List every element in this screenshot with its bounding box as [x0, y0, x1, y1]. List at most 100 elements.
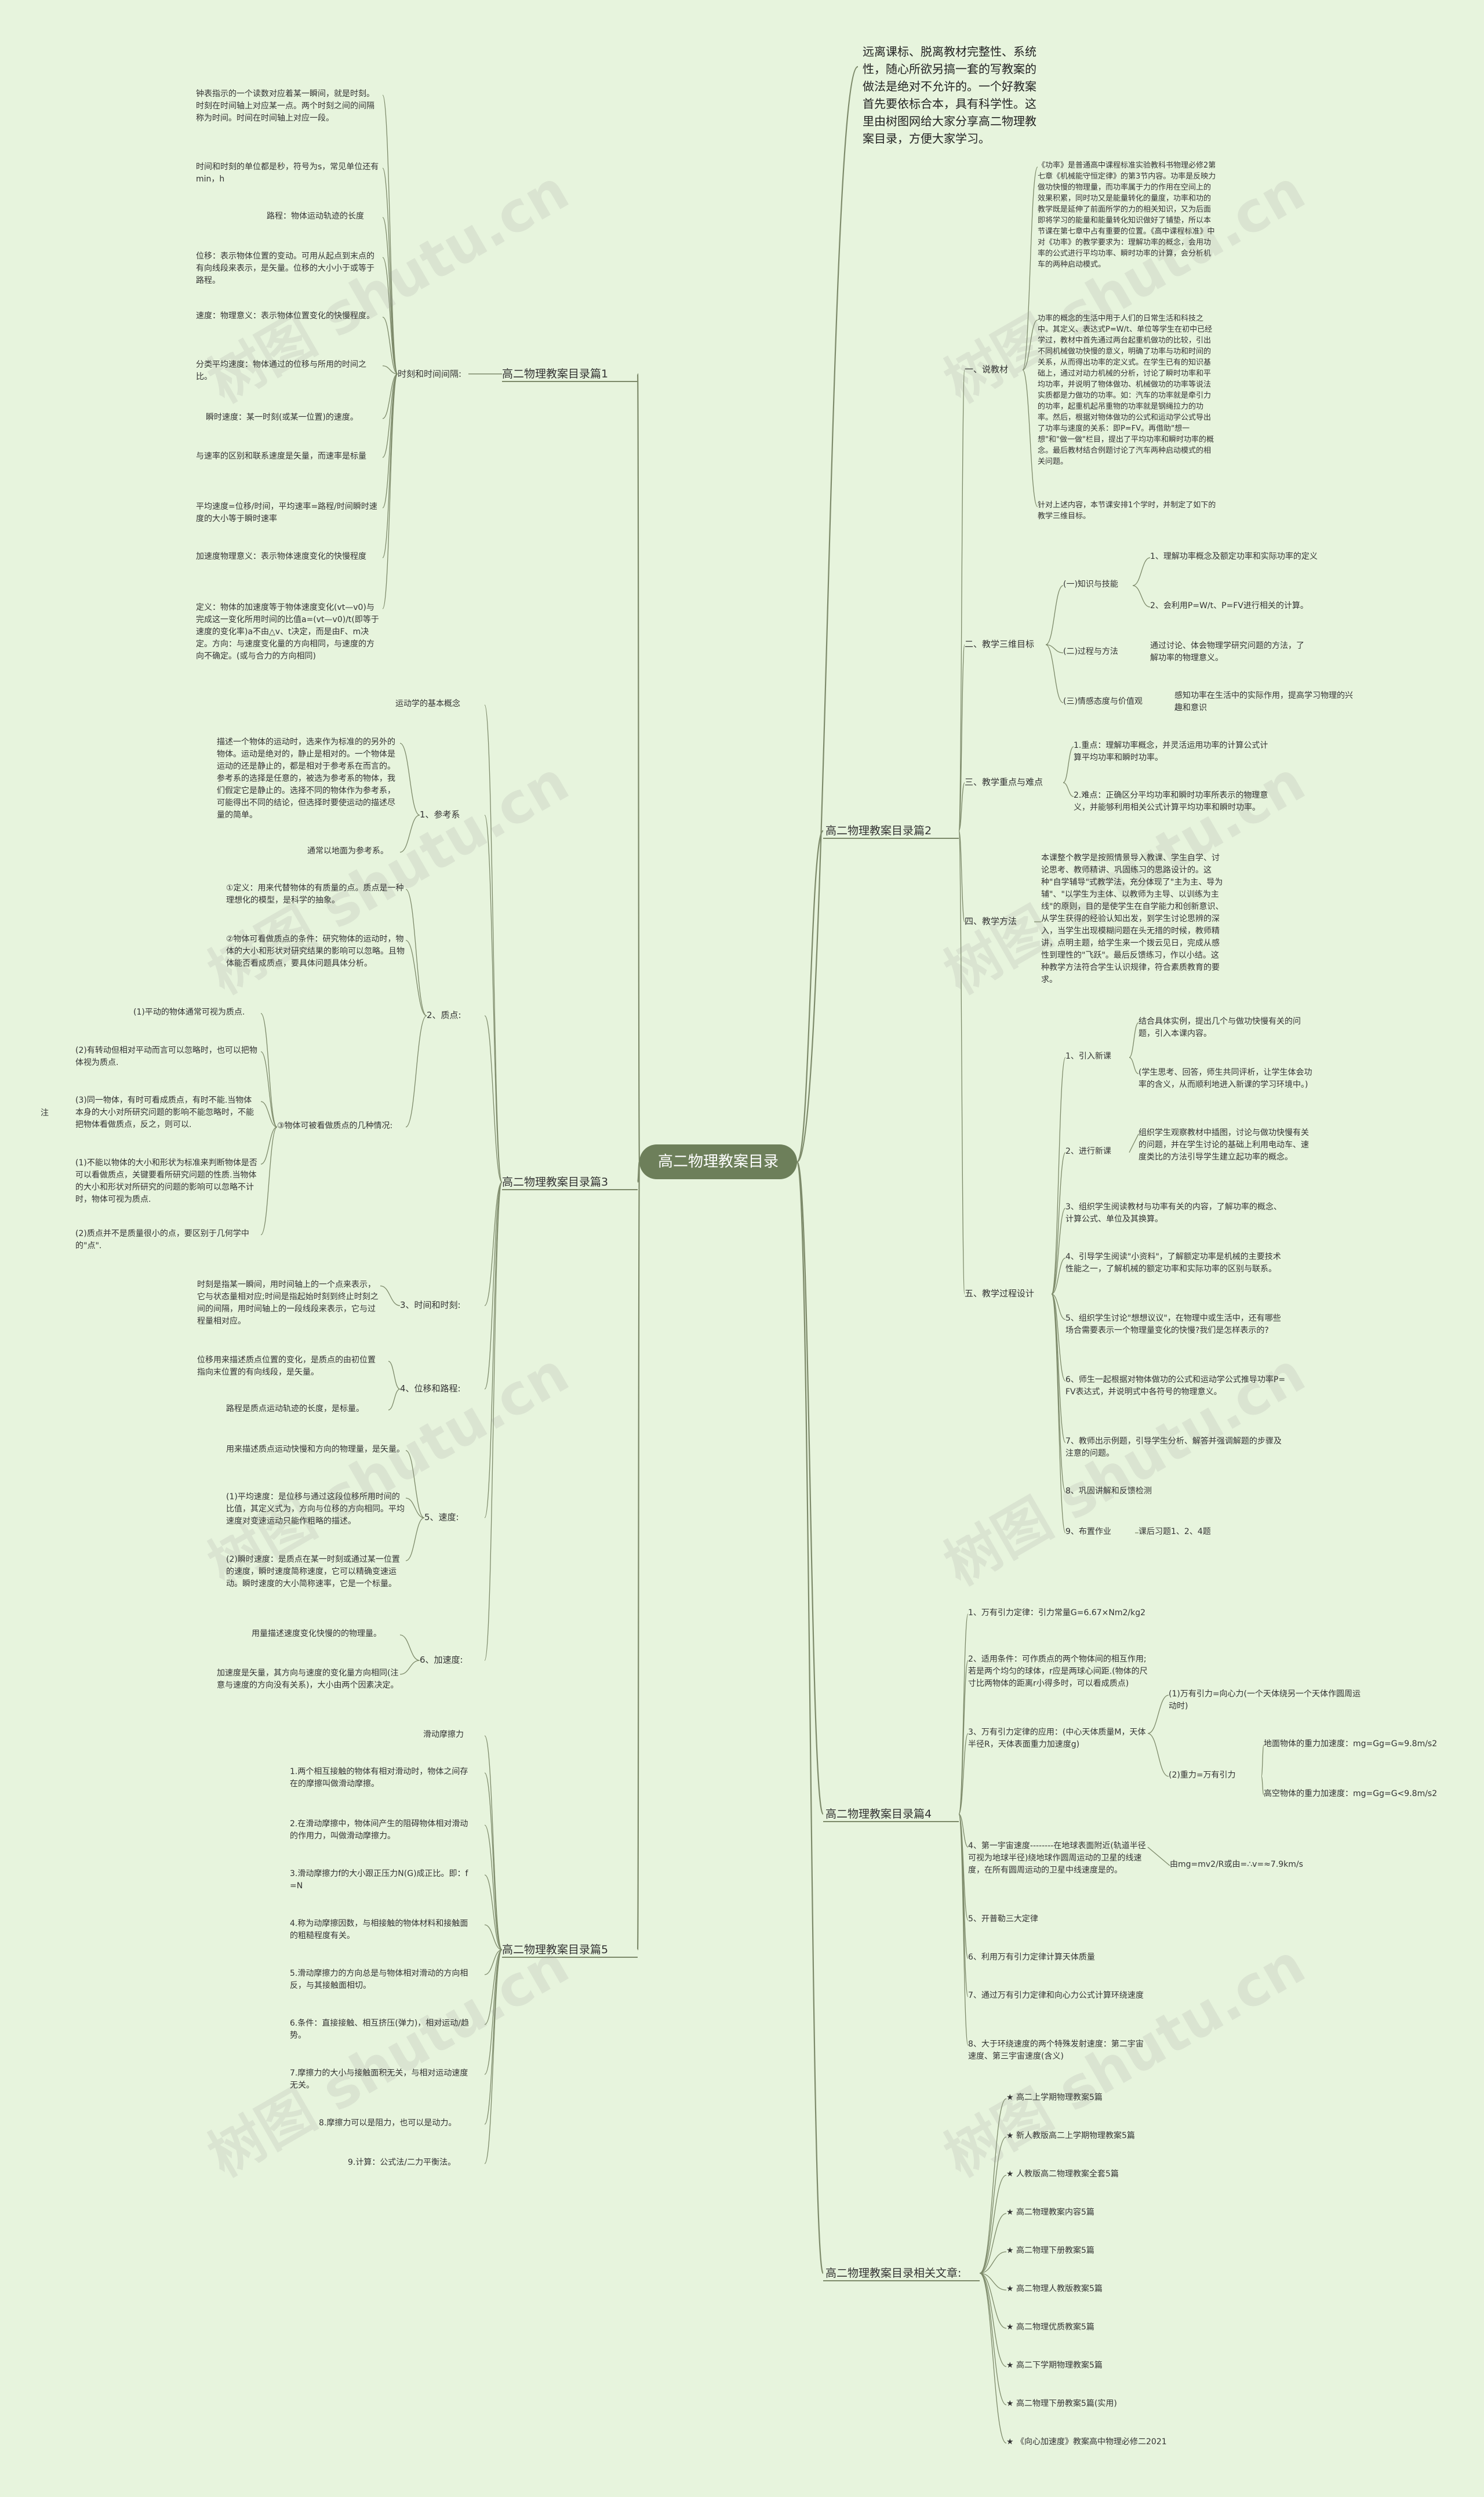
connector: [1132, 585, 1151, 608]
connector: [1051, 1293, 1066, 1443]
connector: [382, 168, 398, 375]
b1-sub-label[interactable]: 时刻和时间间隔:: [398, 369, 462, 379]
related-article-link[interactable]: ★ 高二物理下册教案5篇: [1006, 2246, 1094, 2255]
related-article-link[interactable]: ★ 新人教版高二上学期物理教案5篇: [1006, 2131, 1135, 2140]
b2-s2-g1-label[interactable]: (一)知识与技能: [1063, 580, 1118, 589]
related-article-link[interactable]: ★ 人教版高二物理教案全套5篇: [1006, 2169, 1119, 2179]
b2-s5-step: 6、师生一起根据对物体做功的公式和运动学公式推导功率P=FV表达式，并说明式中各…: [1065, 1375, 1286, 1397]
related-article-link[interactable]: ★ 高二上学期物理教案5篇: [1006, 2093, 1103, 2102]
connector: [1063, 782, 1074, 797]
connector: [796, 1161, 824, 1815]
b2-s1-para: 功率的概念的生活中用于人们的日常生活和科技之中。其定义、表达式P=W/t、单位等…: [1038, 314, 1214, 466]
b5-item: 4.称为动摩擦因数，与相接触的物体材料和接触面的粗糙程度有关。: [290, 1919, 468, 1940]
b3-ref-label[interactable]: 1、参考系: [420, 809, 460, 820]
branch-1-title[interactable]: 高二物理教案目录篇1: [502, 368, 609, 380]
branch-2-title[interactable]: 高二物理教案目录篇2: [825, 824, 932, 837]
related-article-link[interactable]: ★ 高二下学期物理教案5篇: [1006, 2361, 1103, 2370]
branch-4-title[interactable]: 高二物理教案目录篇4: [825, 1808, 932, 1820]
connector: [484, 1735, 503, 1950]
b4-item: 5、开普勒三大定律: [968, 1914, 1038, 1924]
watermark: 树图 shutu.cn: [198, 1931, 580, 2190]
branch-3-title[interactable]: 高二物理教案目录篇3: [502, 1176, 609, 1188]
b2-s3-label[interactable]: 三、教学重点与难点: [965, 777, 1043, 787]
b3-mp-label[interactable]: 2、质点:: [427, 1010, 461, 1020]
b3-mp-case: (3)同一物体，有时可看成质点，有时不能.当物体本身的大小对所研究问题的影响不能…: [75, 1096, 254, 1129]
b2-s3-item: 1.重点：理解功率概念，并灵活运用功率的计算公式计算平均功率和瞬时功率。: [1074, 741, 1268, 762]
b4-app: (1)万有引力=向心力(一个天体绕另一个天体作圆周运动时): [1169, 1689, 1361, 1711]
connector: [1022, 319, 1038, 370]
related-article-link[interactable]: ★ 高二物理教案内容5篇: [1006, 2208, 1094, 2217]
connector: [484, 704, 503, 1183]
b2-s5-label[interactable]: 五、教学过程设计: [965, 1288, 1035, 1299]
related-article-link[interactable]: ★ 《向心加速度》教案高中物理必修二2021: [1006, 2437, 1167, 2447]
connector: [484, 1874, 503, 1950]
connector: [1051, 1257, 1066, 1295]
b3-mp-case: (2)质点并不是质量很小的点，要区别于几何学中的"点".: [75, 1229, 249, 1251]
connector: [405, 940, 427, 1016]
connector: [405, 1450, 425, 1518]
b4-gravity: 高空物体的重力加速度：mg=Gg=G<9.8m/s2: [1264, 1789, 1438, 1798]
b5-item: 6.条件：直接接触、相互挤压(弹力)，相对运动/趋势。: [290, 2019, 469, 2040]
b3-mp-case: (1)平动的物体通常可视为质点.: [133, 1008, 245, 1017]
b2-s2-g1-item: 2、会利用P=W/t、P=FV进行相关的计算。: [1150, 601, 1308, 610]
b3-ref-item: 描述一个物体的运动时，选来作为标准的的另外的物体。运动是绝对的，静止是相对的。一…: [217, 737, 395, 820]
b2-s4-label[interactable]: 四、教学方法: [965, 916, 1017, 926]
b3-tm-label[interactable]: 3、时间和时刻:: [400, 1300, 461, 1310]
b3-disp-label[interactable]: 4、位移和路程:: [400, 1383, 461, 1394]
b3-acc-item: 加速度是矢量，其方向与速度的变化量方向相同(注意与速度的方向没有关系)，大小由两…: [217, 1669, 399, 1690]
connector: [405, 1015, 427, 1128]
connector: [484, 1949, 503, 2075]
b2-s2-g3-text: 感知功率在生活中的实际作用，提高学习物理的兴趣和意识: [1174, 691, 1353, 713]
connector: [1147, 1695, 1169, 1734]
b1-item: 定义：物体的加速度等于物体速度变化(vt—v0)与完成这一变化所用时间的比值a=…: [196, 603, 379, 661]
b2-s1-para: 针对上述内容，本节课安排1个学时，并制定了如下的教学三维目标。: [1038, 501, 1216, 521]
connector: [1129, 1133, 1139, 1153]
connector: [484, 1182, 503, 1661]
b3-acc-label[interactable]: 6、加速度:: [420, 1655, 463, 1665]
b1-item: 位移：表示物体位置的变动。可用从起点到末点的有向线段来表示，是矢量。位移的大小小…: [196, 252, 374, 285]
related-article-link[interactable]: ★ 高二物理下册教案5篇(实用): [1006, 2399, 1117, 2408]
b2-s2-g3-label[interactable]: (三)情感态度与价值观: [1063, 697, 1143, 706]
b4-gravity: 地面物体的重力加速度：mg=Gg=G≈9.8m/s2: [1264, 1739, 1438, 1749]
b4-item: 3、万有引力定律的应用：(中心天体质量M，天体半径R，天体表面重力加速度g): [968, 1728, 1146, 1749]
connector: [1051, 1208, 1066, 1295]
b4-item: 7、通过万有引力定律和向心力公式计算环绕速度: [968, 1991, 1144, 2000]
b2-s4-text: 本课整个教学是按照情景导入教课、学生自学、讨论思考、教师精讲、巩固练习的思路设计…: [1041, 853, 1224, 984]
b2-s2-label[interactable]: 二、教学三维目标: [965, 639, 1035, 649]
connector: [1051, 1152, 1066, 1295]
b3-vel-item: (2)瞬时速度：是质点在某一时刻或通过某一位置的速度，瞬时速度简称速度，它可以精…: [226, 1555, 400, 1589]
connector: [979, 2213, 1007, 2274]
related-article-link[interactable]: ★ 高二物理优质教案5篇: [1006, 2322, 1094, 2332]
b1-item: 瞬时速度：某一时刻(或某一位置)的速度。: [206, 413, 358, 422]
connector: [958, 782, 965, 831]
b2-s5-step-label[interactable]: 1、引入新课: [1065, 1052, 1111, 1061]
b1-item: 加速度物理意义：表示物体速度变化的快慢程度: [196, 552, 366, 561]
connector: [1051, 1293, 1066, 1382]
connector: [1051, 1293, 1066, 1493]
connector: [484, 1949, 503, 2125]
connector: [636, 1161, 641, 1951]
connector: [958, 1813, 969, 2046]
connector: [382, 373, 398, 508]
branch-6-title[interactable]: 高二物理教案目录相关文章:: [825, 2267, 962, 2280]
connector: [979, 2273, 1007, 2367]
related-article-link[interactable]: ★ 高二物理人教版教案5篇: [1006, 2284, 1103, 2294]
b3-mp-case: (1)不能以物体的大小和形状为标准来判断物体是否可以看做质点，关键要看所研究问题…: [75, 1158, 257, 1204]
b3-vel-label[interactable]: 5、速度:: [424, 1512, 459, 1522]
branch-5-title[interactable]: 高二物理教案目录篇5: [502, 1943, 609, 1956]
connector: [380, 1285, 401, 1306]
connector: [399, 1660, 420, 1675]
connector: [1063, 746, 1074, 783]
connector: [484, 1949, 503, 1975]
b3-disp-item: 路程是质点运动轨迹的长度，是标量。: [226, 1404, 364, 1413]
connector: [484, 1182, 503, 1518]
b2-s2-g2-label[interactable]: (二)过程与方法: [1063, 647, 1118, 656]
connector: [484, 815, 503, 1183]
root-topic[interactable]: 高二物理教案目录: [639, 1144, 797, 1179]
connector: [796, 66, 859, 1163]
b2-s5-step-item: 组织学生观察教材中插图，讨论与做功快慢有关的问题，并在学生讨论的基础上利用电动车…: [1139, 1128, 1309, 1162]
b2-s1-label[interactable]: 一、说教材: [965, 364, 1009, 375]
b2-s5-step-label[interactable]: 2、进行新课: [1065, 1147, 1111, 1156]
b4-item: 1、万有引力定律：引力常量G=6.67×Nm2/kg2: [968, 1608, 1146, 1618]
b2-s3-item: 2.难点：正确区分平均功率和瞬时功率所表示的物理意义，并能够利用相关公式计算平均…: [1074, 791, 1268, 812]
